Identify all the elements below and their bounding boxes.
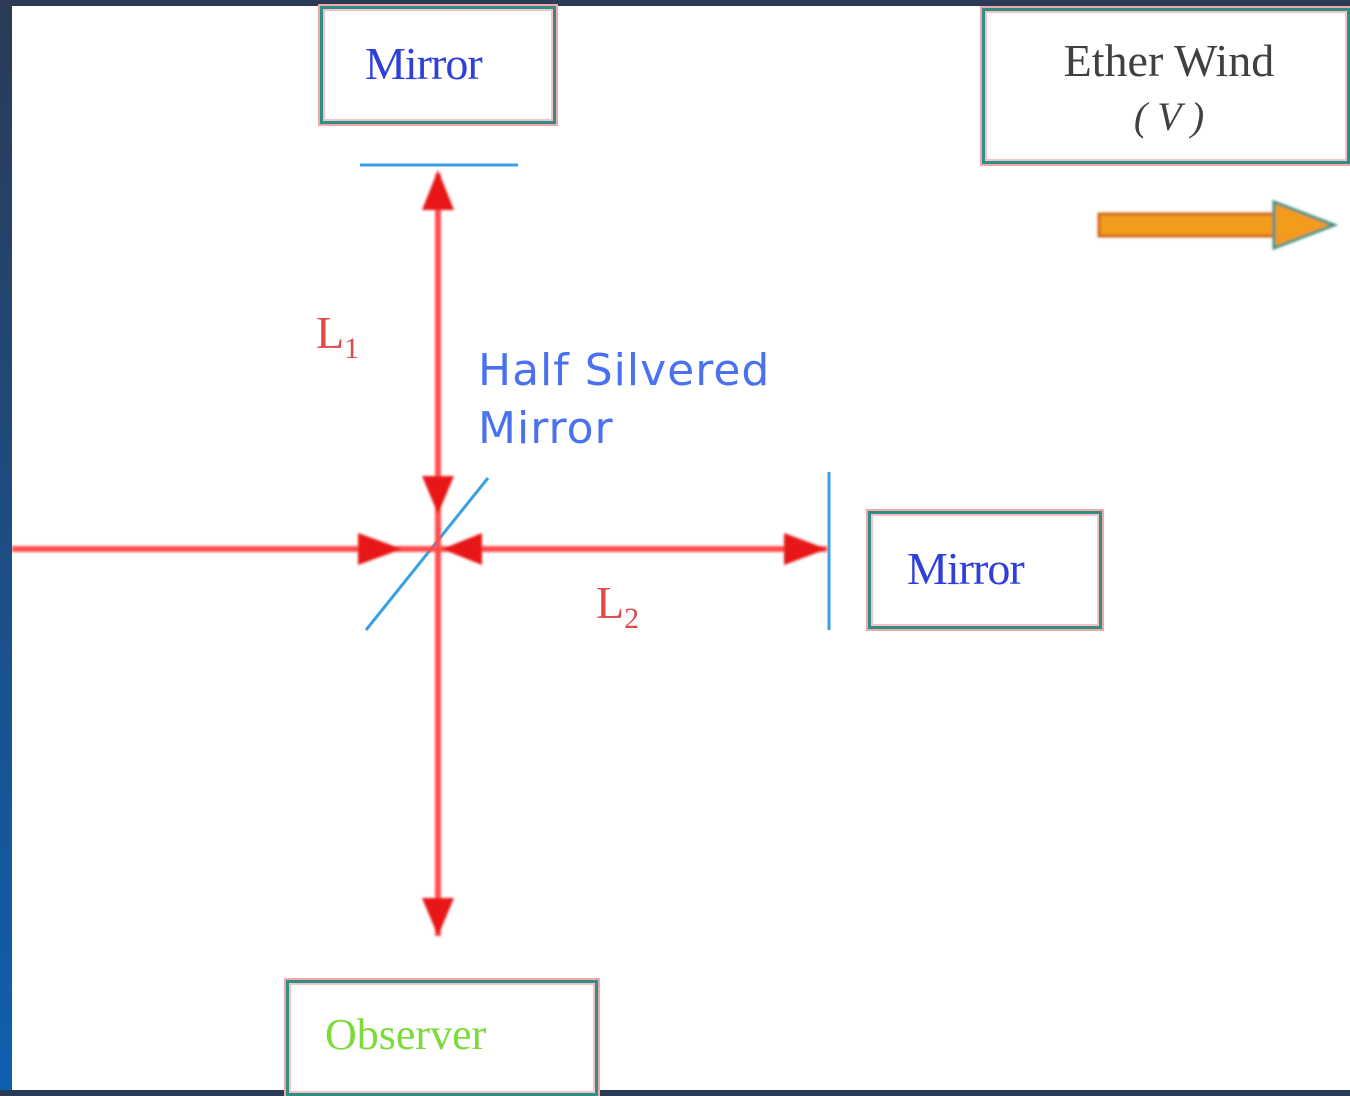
right-mirror-box: Mirror — [868, 511, 1102, 629]
arrowhead-down-center — [422, 476, 454, 514]
l2-subscript: 2 — [624, 602, 640, 636]
ether-wind-velocity: ( V ) — [1133, 94, 1205, 139]
arrowhead-right-mirror — [784, 533, 827, 565]
arrowhead-down-observer — [422, 898, 454, 936]
arrowhead-up-top — [422, 170, 454, 210]
top-mirror-label: Mirror — [365, 38, 483, 89]
l2-label: L2 — [596, 576, 639, 636]
arrowhead-right-center — [358, 533, 402, 565]
beam-diagram — [12, 163, 1339, 936]
l1-letter: L — [316, 307, 345, 358]
ether-wind-title: Ether Wind — [1063, 35, 1275, 86]
half-silvered-line2: Mirror — [478, 403, 614, 454]
l1-subscript: 1 — [344, 332, 360, 366]
l2-letter: L — [596, 577, 625, 628]
ether-wind-arrow-shaft — [1097, 212, 1279, 238]
half-silvered-mirror-line — [364, 477, 490, 631]
half-silvered-line1: Half Silvered — [478, 345, 771, 396]
ether-wind-arrow-head — [1272, 199, 1339, 251]
observer-label: Observer — [325, 1010, 487, 1059]
observer-box: Observer — [286, 980, 598, 1096]
l1-label: L1 — [316, 306, 359, 366]
ether-wind-box: Ether Wind ( V ) — [982, 8, 1350, 164]
diagram-canvas: Mirror Ether Wind ( V ) L1 Half Silvered… — [12, 6, 1350, 1096]
right-mirror-label: Mirror — [907, 543, 1025, 594]
arrowhead-left-center — [442, 533, 482, 565]
half-silvered-mirror-label: Half Silvered Mirror — [478, 342, 770, 458]
top-mirror-box: Mirror — [320, 6, 556, 124]
ether-wind-label: Ether Wind ( V ) — [985, 33, 1350, 145]
